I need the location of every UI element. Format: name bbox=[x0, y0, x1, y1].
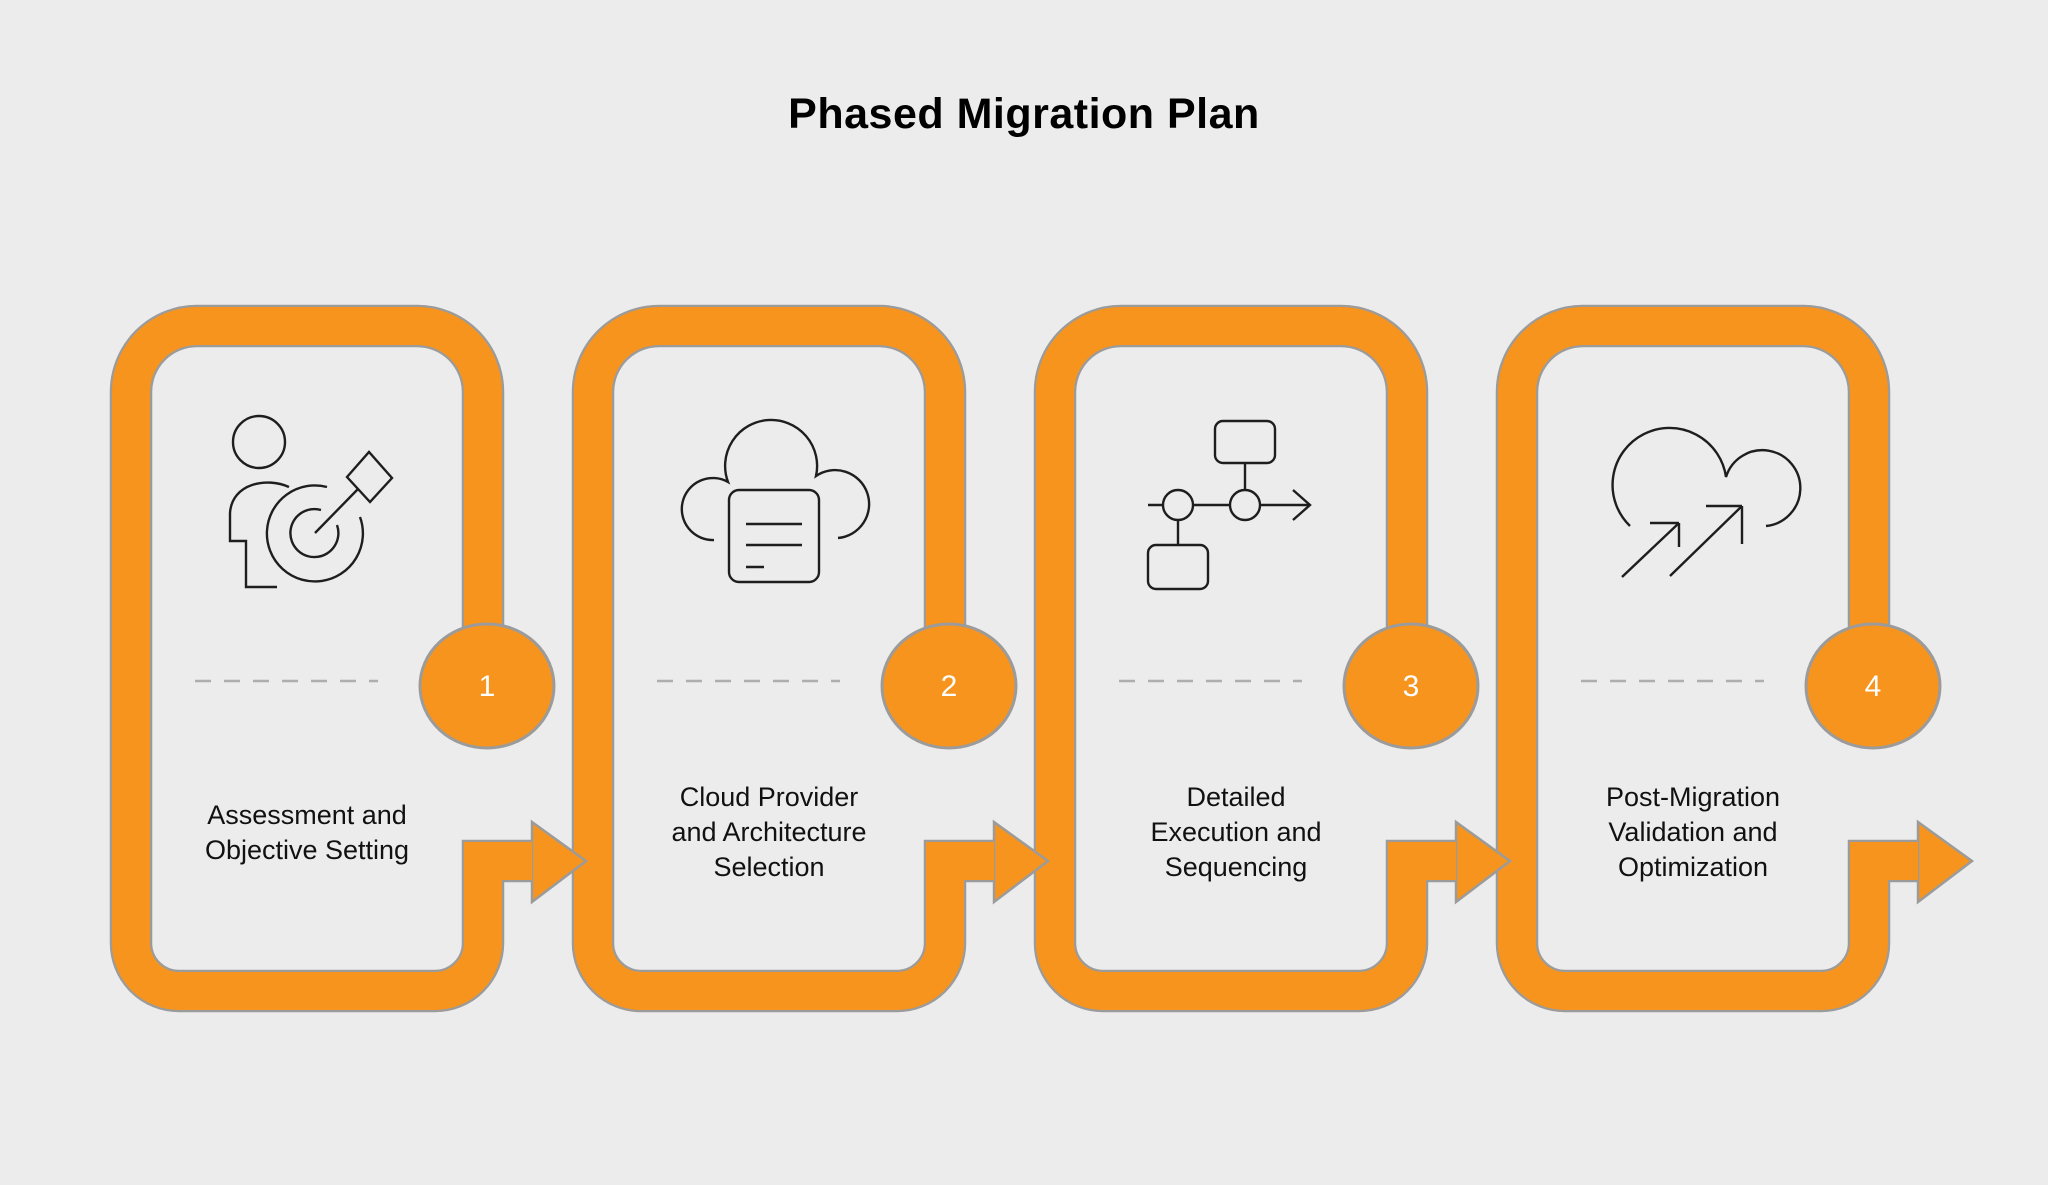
cloud-document-icon bbox=[680, 418, 871, 584]
step-card-3 bbox=[1055, 326, 1510, 991]
step-card-2 bbox=[593, 326, 1048, 991]
step-card-1 bbox=[131, 326, 586, 991]
page-title: Phased Migration Plan bbox=[788, 90, 1260, 138]
step-number: 2 bbox=[940, 670, 958, 703]
step-label: Cloud Provider and Architecture Selectio… bbox=[671, 782, 867, 882]
step-label: Post-Migration Validation and Optimizati… bbox=[1605, 782, 1781, 882]
step-label: Assessment and Objective Setting bbox=[204, 799, 410, 865]
step-card-4 bbox=[1517, 326, 1972, 991]
process-sequence-icon bbox=[1146, 419, 1312, 591]
step-number: 1 bbox=[478, 670, 496, 703]
cloud-growth-arrows-icon bbox=[1611, 426, 1802, 578]
step-number: 4 bbox=[1864, 670, 1882, 703]
step-number: 3 bbox=[1402, 670, 1420, 703]
person-target-icon bbox=[228, 414, 394, 589]
step-label: Detailed Execution and Sequencing bbox=[1150, 782, 1322, 882]
